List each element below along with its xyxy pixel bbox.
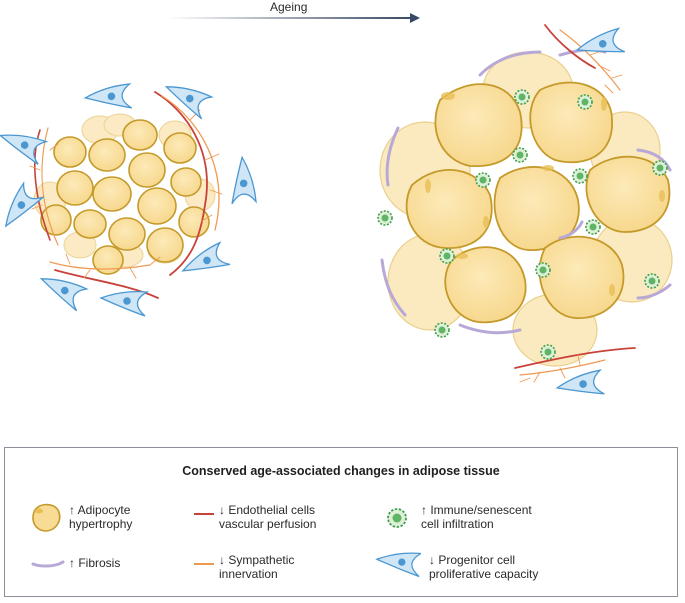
legend-item-immune: ↑ Immune/senescent cell infiltration xyxy=(421,503,532,531)
fibrosis-icon xyxy=(31,560,65,568)
aged-vasculature xyxy=(514,24,636,383)
legend-title: Conserved age-associated changes in adip… xyxy=(182,464,500,478)
young-adipocytes xyxy=(40,119,210,275)
immune-cell-icon xyxy=(387,508,407,528)
aged-adipose-tissue xyxy=(377,24,673,406)
legend: Conserved age-associated changes in adip… xyxy=(4,447,678,597)
endothelial-line-icon xyxy=(194,513,214,515)
adipocyte-icon xyxy=(32,503,61,532)
ageing-diagram xyxy=(0,13,673,406)
ageing-arrow xyxy=(168,13,420,23)
sympathetic-line-icon xyxy=(194,563,214,565)
legend-item-sympathetic: ↓ Sympathetic innervation xyxy=(219,553,295,581)
legend-item-progenitor: ↓ Progenitor cell proliferative capacity xyxy=(429,553,539,581)
ageing-arrow-label: Ageing xyxy=(270,0,308,14)
legend-item-adipocyte: ↑ Adipocyte hypertrophy xyxy=(69,503,133,531)
legend-item-fibrosis: ↑ Fibrosis xyxy=(69,556,121,570)
legend-item-endothelial: ↓ Endothelial cells vascular perfusion xyxy=(219,503,317,531)
aged-lipid-highlights xyxy=(425,92,665,296)
young-adipose-tissue xyxy=(0,80,258,317)
progenitor-cell-icon xyxy=(375,552,421,578)
